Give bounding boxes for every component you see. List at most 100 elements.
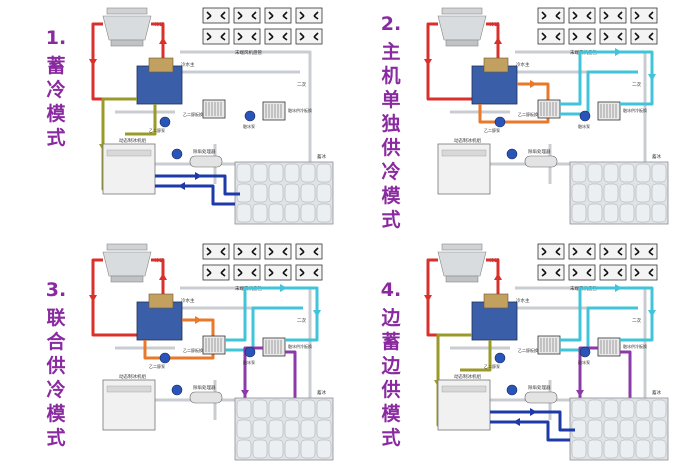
fan-coil-vent <box>268 11 288 20</box>
ice-tank-panel <box>651 163 667 183</box>
ice-tank-panel <box>316 163 332 183</box>
flow-arrow <box>615 284 622 292</box>
ice-charge-pipe <box>155 184 235 206</box>
mode-title-3: 3. 联 合 供 冷 模 式 <box>43 278 69 450</box>
fan-coil-icon <box>630 7 658 24</box>
fan-coil-vent <box>299 32 319 41</box>
ice-tank-panel <box>603 203 619 223</box>
title-char: 边 <box>381 355 401 377</box>
mode-number: 4. <box>380 279 402 301</box>
ice-tank-panel <box>284 419 300 439</box>
flow-arrow <box>424 295 432 302</box>
pump-icon <box>159 116 171 128</box>
ice-maker-label: 动态制冰机组 <box>119 373 146 380</box>
treatment-label: 除垢处理器 <box>193 148 216 155</box>
title-char: 蓄 <box>46 55 66 77</box>
flow-arrow <box>513 418 520 426</box>
ice-tank-panel <box>619 439 635 459</box>
ice-tank-panel <box>252 419 268 439</box>
ice-tank-panel <box>252 203 268 223</box>
chiller-label: 冷水主 <box>181 61 195 68</box>
fan-coil-vent <box>237 268 257 277</box>
ice-tank-panel <box>316 399 332 419</box>
fan-coil-icon <box>599 243 627 260</box>
plate-exchanger-label: 乙二醇板换 <box>518 111 538 117</box>
fan-coil-vent <box>541 32 561 41</box>
ice-tank-panel <box>300 439 316 459</box>
ice-tank-panel <box>284 203 300 223</box>
plate-exchanger-icon <box>262 101 286 121</box>
ice-tank-panel <box>635 439 651 459</box>
ice-charge-pipe <box>490 410 575 432</box>
fan-coil-icon <box>233 7 261 24</box>
ice-tank-icon <box>569 161 669 225</box>
fan-coil-vent <box>206 11 226 20</box>
secondary-label: 二次 <box>297 81 306 88</box>
ice-tank-panel <box>300 183 316 203</box>
ice-tank-panel <box>651 399 667 419</box>
heat-exchanger-label: 融冰供冷板换 <box>288 343 312 349</box>
chilled-water-pipe <box>225 286 319 342</box>
ice-charge-pipe <box>155 174 240 196</box>
plate-exchanger-icon <box>537 335 561 355</box>
ice-tank-panel <box>284 399 300 419</box>
plate-exchanger-label: 乙二醇板换 <box>183 111 203 117</box>
ice-maker-panel <box>441 149 487 157</box>
ice-tank-panel <box>268 163 284 183</box>
cooling-tower-body <box>437 15 487 41</box>
treatment-label: 除垢处理器 <box>528 148 551 155</box>
fan-coil-vent <box>541 247 561 256</box>
title-char: 模 <box>46 403 66 425</box>
mode-title-4: 4. 边 蓄 边 供 模 式 <box>378 278 404 450</box>
flow-arrow <box>280 284 287 292</box>
secondary-label: 二次 <box>297 317 306 324</box>
title-char: 边 <box>381 307 401 329</box>
chiller-icon <box>471 65 518 105</box>
fan-coil-icon <box>202 7 230 24</box>
flow-arrow <box>178 182 185 190</box>
fan-coil-icon <box>537 243 565 260</box>
fan-coil-vent <box>603 11 623 20</box>
flow-arrow <box>615 48 622 56</box>
treatment-tank-icon <box>524 155 558 168</box>
ice-tank-panel <box>300 163 316 183</box>
chiller-label: 冷水主 <box>516 61 530 68</box>
fan-coil-vent <box>634 32 654 41</box>
primary-pipe <box>182 318 215 336</box>
system-diagram-svg: 末端风机盘管冷却冷水主乙二醇板换融冰供冷板换二次乙二醇泵融冰泵动态制冰机组除垢处… <box>89 243 334 461</box>
plate-exchanger-icon <box>202 99 226 119</box>
fan-coil-vent <box>237 11 257 20</box>
title-char: 式 <box>46 427 66 449</box>
fan-coil-vent <box>206 268 226 277</box>
fan-coil-icon <box>202 28 230 45</box>
cooling-tower-body <box>102 15 152 41</box>
flow-arrow <box>195 172 202 180</box>
system-diagram-svg: 末端风机盘管冷却冷水主乙二醇板换融冰供冷板换二次乙二醇泵融冰泵动态制冰机组除垢处… <box>424 7 669 225</box>
plate-exchanger-icon <box>202 335 226 355</box>
ice-tank-panel <box>300 399 316 419</box>
fan-coil-icon <box>630 264 658 281</box>
pump-icon <box>506 148 518 160</box>
ice-tank-panel <box>587 203 603 223</box>
chilled-water-pipe <box>225 306 303 352</box>
ice-tank-panel <box>587 419 603 439</box>
ice-tank-panel <box>571 203 587 223</box>
ice-tank-panel <box>236 419 252 439</box>
ice-tank-panel <box>587 439 603 459</box>
treatment-tank-icon <box>189 391 223 404</box>
ice-tank-panel <box>603 183 619 203</box>
mode-number: 2. <box>380 13 402 35</box>
pump-icon <box>171 384 183 396</box>
fan-coil-icon <box>264 264 292 281</box>
title-char: 供 <box>381 137 401 159</box>
ice-tank-panel <box>316 419 332 439</box>
cooling-tower-base <box>445 275 479 283</box>
ice-tank-panel <box>236 163 252 183</box>
ice-melt-pipe <box>285 350 297 415</box>
fan-coil-icon <box>295 7 323 24</box>
pump-icon <box>579 110 591 122</box>
title-char: 联 <box>46 307 66 329</box>
system-diagram-4: 末端风机盘管冷却冷水主乙二醇板换融冰供冷板换二次乙二醇泵融冰泵动态制冰机组除垢处… <box>420 240 670 466</box>
cooling-tower-icon <box>106 243 148 251</box>
flow-arrow <box>648 310 656 317</box>
